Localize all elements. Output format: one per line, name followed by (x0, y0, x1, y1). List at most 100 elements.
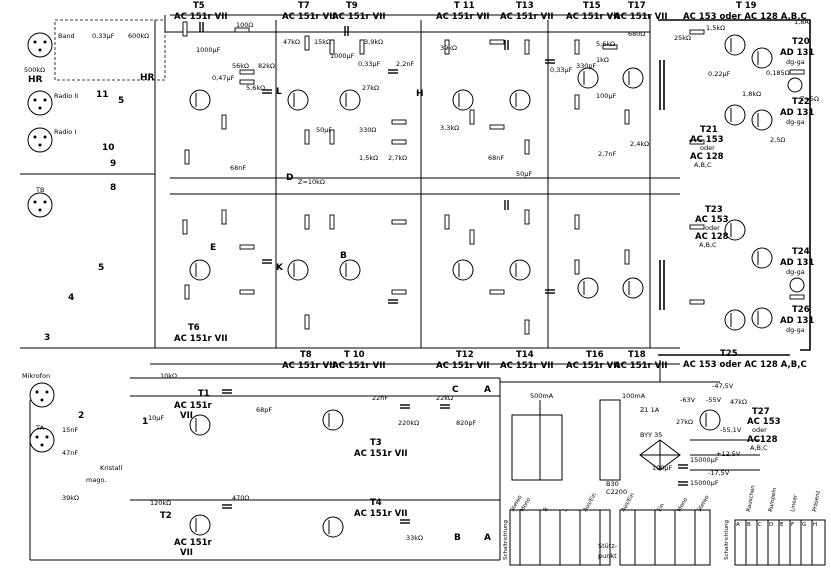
transistor-symbol-t1 (189, 414, 211, 436)
bus-lines (20, 14, 811, 561)
label-c15000: 15000μF (690, 456, 719, 464)
value-r15k: 15kΩ (314, 38, 331, 46)
switch-matrix-3 (734, 519, 826, 566)
node-l: L (276, 87, 282, 97)
label-t20: T20 (792, 37, 810, 47)
value-r56k3: 5,6kΩ (596, 40, 615, 48)
jack-radio1-icon (27, 127, 53, 153)
value-c68nf: 68nF (488, 154, 504, 162)
label-bridge: BYY 35 (640, 431, 662, 439)
label-t20-sub: dg-ga (786, 58, 805, 66)
label-c2200: C2200 (606, 488, 627, 496)
label-c15000b: 15000μF (690, 479, 719, 487)
label-t13: T13 (516, 1, 534, 11)
label-t24-sub: dg-ga (786, 268, 805, 276)
label-t10: T 10 (344, 350, 365, 360)
power-supply (511, 399, 688, 486)
label-t18: T18 (628, 350, 646, 360)
label-t14: T14 (516, 350, 534, 360)
label-t22: T22 (792, 97, 810, 107)
transistor-symbol-t5 (189, 89, 211, 111)
component-field (182, 21, 805, 524)
transistor-symbol-t9 (339, 89, 361, 111)
label-t13-type: AC 151r VII (500, 12, 554, 22)
label-t19-type: AC 153 oder AC 128 A,B,C (683, 12, 807, 22)
label-schaltrichtung-left: Schaltrichtung (503, 520, 509, 560)
value-c27n: 2,7nF (598, 150, 616, 158)
value-r33k: 3,3kΩ (440, 124, 459, 132)
label-t20-type: AD 131 (780, 48, 814, 58)
value-c033: 0,33μF (358, 60, 381, 68)
label-t2: T2 (160, 511, 172, 521)
transistor-symbol-t27 (699, 409, 721, 431)
label-ta: TA (35, 424, 44, 432)
label-t22-sub: dg-ga (786, 118, 805, 126)
transistor-symbol-t17 (622, 67, 644, 89)
label-t1-type: AC 151r (174, 401, 213, 411)
node-c: C (452, 385, 459, 395)
label-hr-left: HR (28, 75, 43, 85)
value-r220k: 220kΩ (398, 419, 419, 427)
label-t8: T8 (300, 350, 312, 360)
label-tb: TB (35, 186, 44, 194)
value-r24k: 2,4kΩ (630, 140, 649, 148)
label-radio2: Radio II (54, 92, 78, 100)
label-t23-sub: oder (705, 224, 720, 232)
value-r56k: 56kΩ (232, 62, 249, 70)
value-r56k2: 5,6kΩ (246, 84, 265, 92)
label-r27kp: 27kΩ (676, 418, 693, 426)
sw2-label-1: Ein (657, 502, 667, 513)
node-10: 10 (102, 143, 115, 153)
value-r39k2: 39kΩ (440, 44, 457, 52)
sw2-label-2: Mono (677, 496, 690, 513)
node-11: 11 (96, 90, 109, 100)
value-r27k2: 2,7kΩ (388, 154, 407, 162)
transistor-symbol-t11 (452, 89, 474, 111)
transistor-symbol-t6 (189, 259, 211, 281)
value-r47k: 47kΩ (283, 38, 300, 46)
node-a-bottom: A (484, 533, 491, 543)
transistor-symbols (189, 34, 773, 538)
transistor-symbol-t24 (751, 247, 773, 269)
label-t11-type: AC 151r VII (436, 12, 490, 22)
value-c820: 820pF (456, 419, 477, 427)
label-t22-type: AD 131 (780, 108, 814, 118)
label-t2-cls: VII (180, 548, 193, 558)
label-t24: T24 (792, 247, 810, 257)
label-cap-033-in: 0,33μF (92, 32, 115, 40)
label-b30: B30 (606, 480, 619, 488)
label-t7: T7 (298, 1, 310, 11)
label-t23-alt: AC 128 (695, 232, 729, 242)
value-r22k: 22kΩ (436, 394, 453, 402)
label-stuetz: Stütz- (598, 542, 618, 550)
label-band-pot: 500kΩ (24, 66, 45, 74)
value-c1000: 1000μF (196, 46, 221, 54)
speaker-top-icon (787, 77, 803, 93)
value-r39k: 3,9kΩ (364, 38, 383, 46)
value-c22n: 2,2nF (396, 60, 414, 68)
transistor-symbol-t2 (189, 514, 211, 536)
transistor-symbol-t10 (339, 259, 361, 281)
label-t5-type: AC 151r VII (174, 12, 228, 22)
label-t21-alt: AC 128 (690, 152, 724, 162)
label-t10-type: AC 151r VII (332, 361, 386, 371)
value-c330: 330pF (576, 62, 597, 70)
node-5-top: 5 (118, 96, 124, 106)
jack-radio2-icon (27, 90, 53, 116)
sw1-label-2: R (543, 507, 550, 513)
label-v55: -55V (706, 396, 722, 404)
transistor-symbol-t19 (724, 34, 746, 56)
input-jacks (27, 19, 166, 453)
label-t8-type: AC 151r VII (282, 361, 336, 371)
value-c22nf: 22nF (372, 394, 388, 402)
value-c10u: 10μF (148, 414, 164, 422)
speaker-bottom-icon (789, 277, 805, 293)
transistor-symbol-t3 (322, 409, 344, 431)
label-t4: T4 (370, 498, 382, 508)
value-r82k: 82kΩ (258, 62, 275, 70)
value-z10k: Z=10kΩ (298, 178, 325, 186)
value-r1k: 1kΩ (596, 56, 609, 64)
label-t16: T16 (586, 350, 604, 360)
switch-matrix-1 (509, 509, 611, 566)
label-t27: T27 (752, 407, 770, 417)
